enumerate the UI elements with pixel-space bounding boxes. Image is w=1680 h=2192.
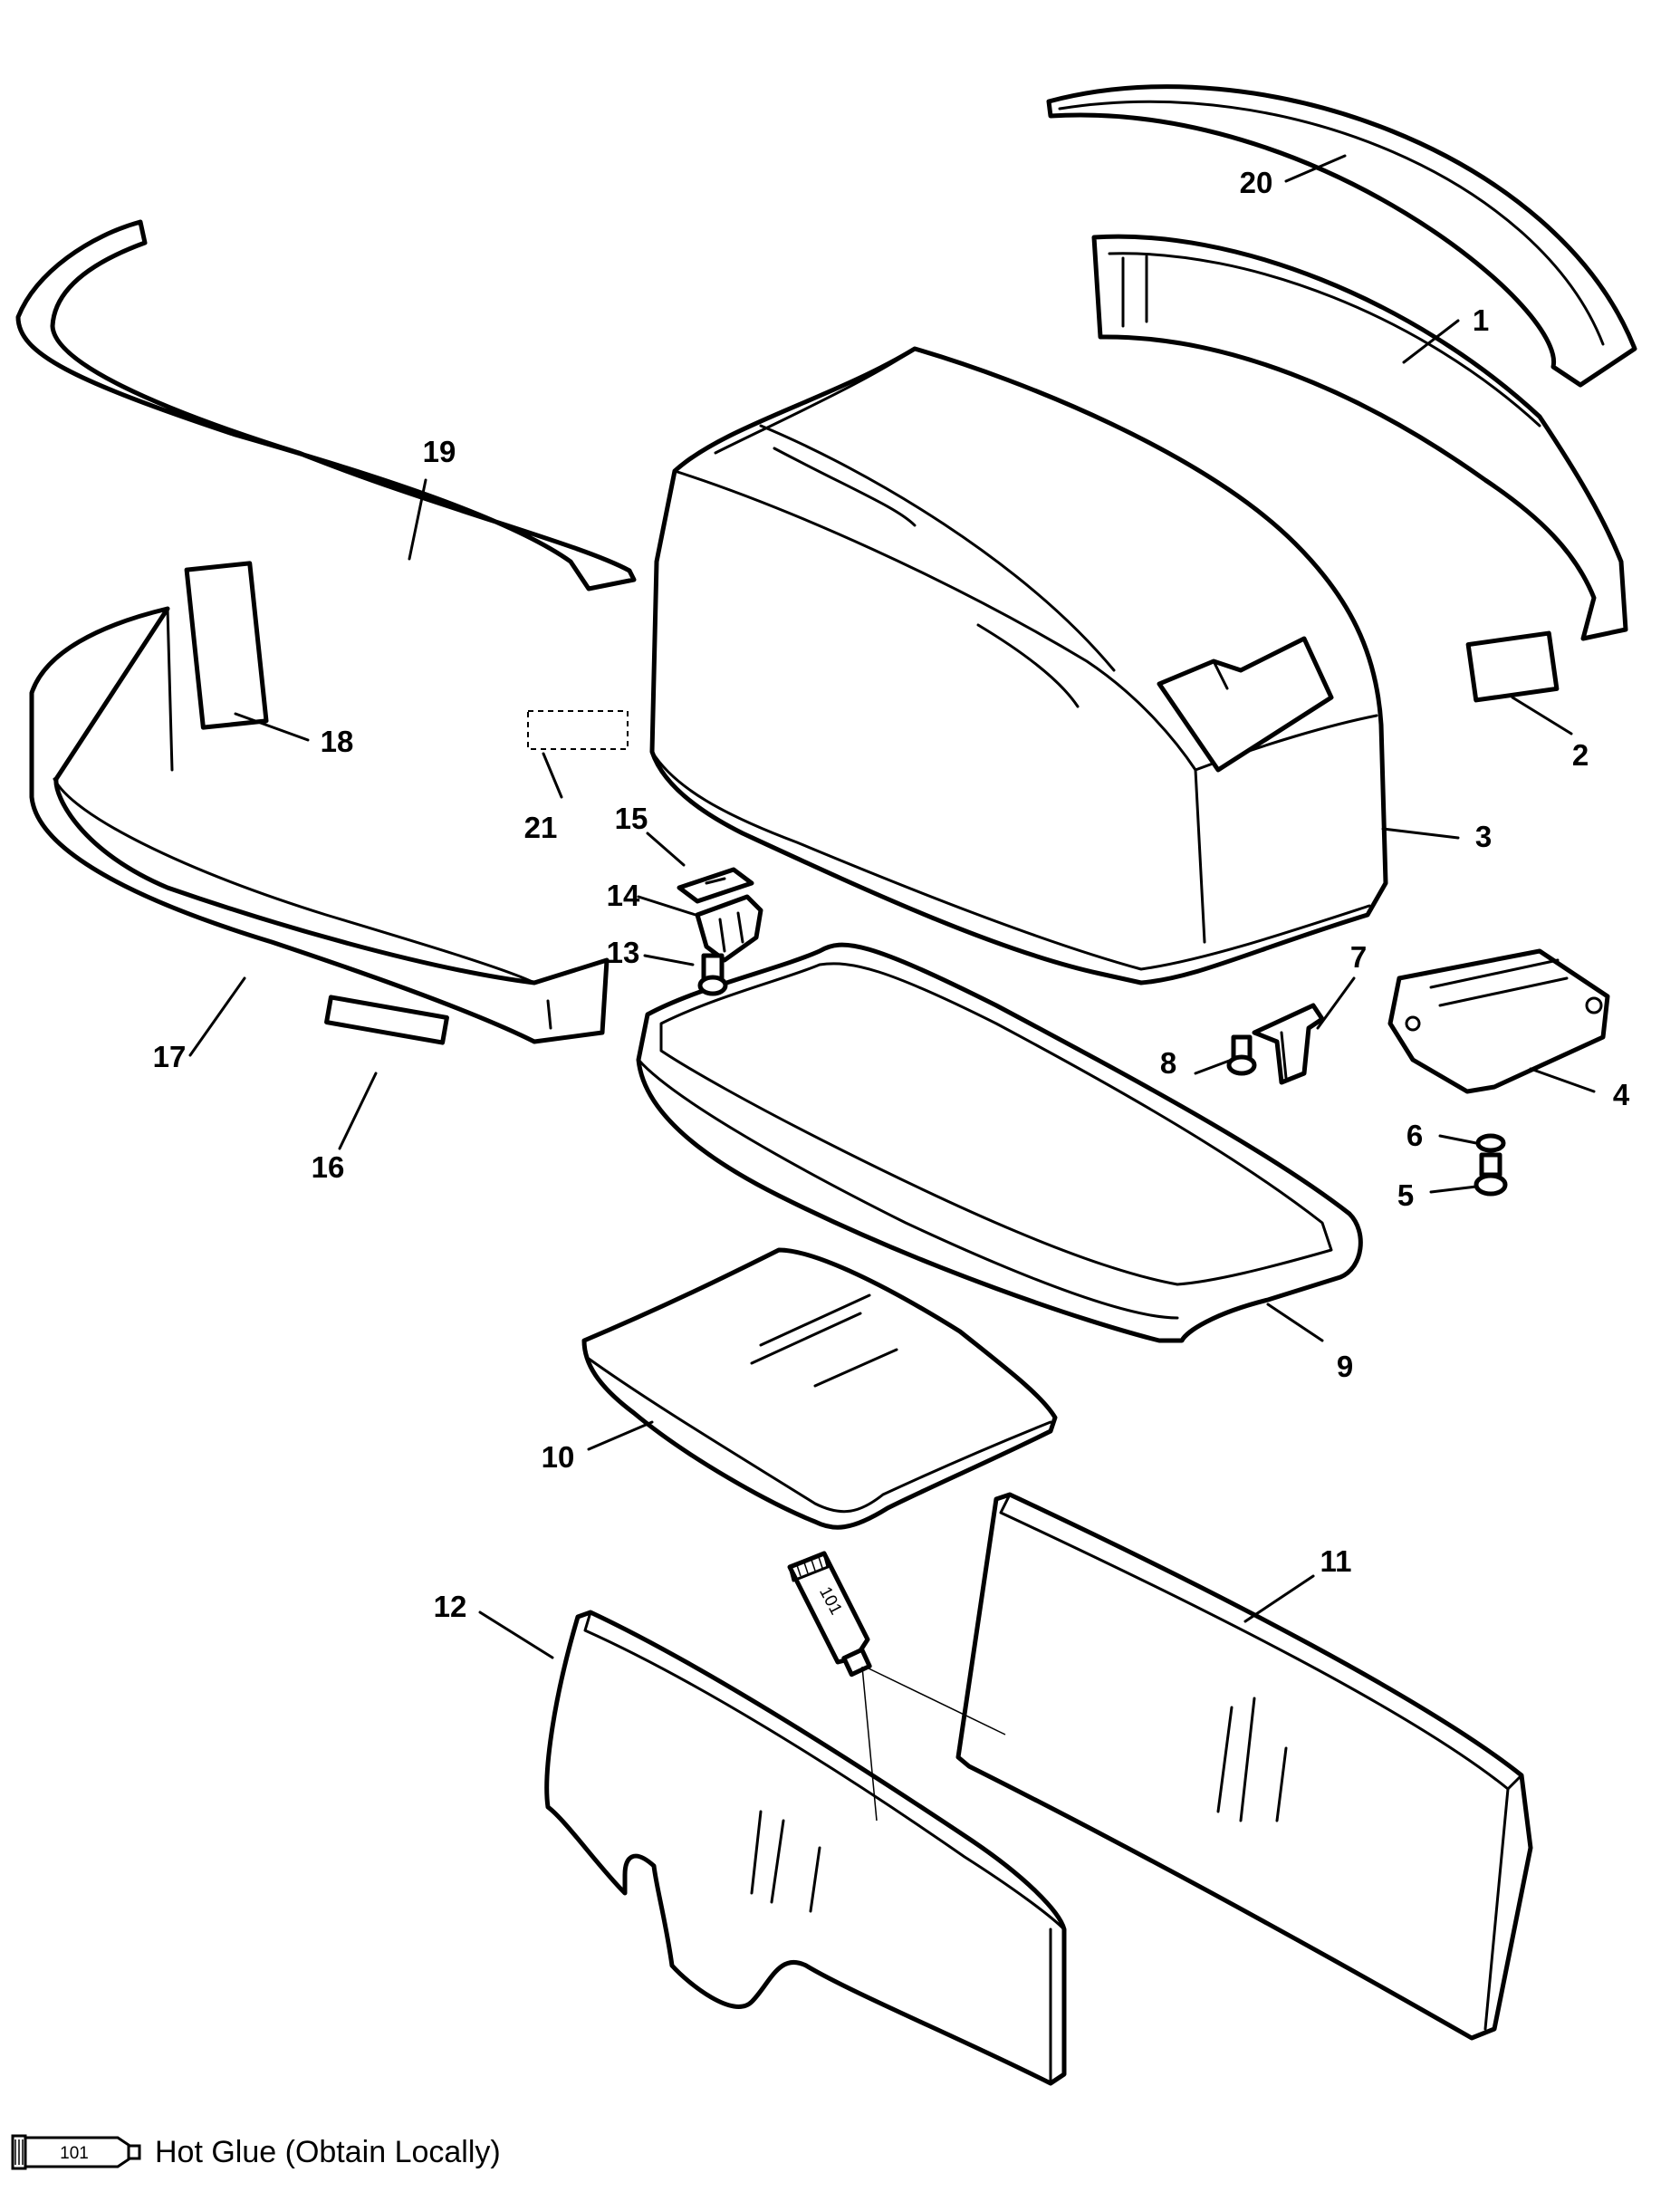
callout-15: 15 — [615, 802, 648, 835]
part-9-seal-frame — [636, 942, 1363, 1343]
part-13-screw — [697, 953, 728, 996]
part-4-bracket-plate — [1387, 948, 1610, 1094]
callout-14: 14 — [607, 879, 640, 912]
callout-16: 16 — [312, 1150, 345, 1184]
part-6-washer — [1475, 1133, 1506, 1153]
legend-text: Hot Glue (Obtain Locally) — [155, 2134, 501, 2169]
callout-2: 2 — [1572, 738, 1589, 772]
part-18-decal — [184, 561, 269, 730]
part-3-engine-cowl — [649, 346, 1388, 985]
callout-20: 20 — [1240, 166, 1273, 199]
part-8-screw — [1226, 1034, 1257, 1076]
part-7-latch — [1252, 1003, 1325, 1085]
part-20-trim-strip — [1046, 84, 1637, 388]
callout-5: 5 — [1397, 1178, 1414, 1212]
part-17-front-panel — [29, 606, 610, 1044]
callout-17: 17 — [153, 1040, 187, 1073]
legend-tube-label: 101 — [60, 2144, 89, 2163]
leader-lines — [188, 154, 1596, 1659]
part-19-trim-strip — [15, 219, 637, 591]
part-15-clip-plate — [677, 867, 754, 904]
part-2-decal — [1465, 630, 1560, 703]
callout-3: 3 — [1475, 820, 1492, 853]
callout-11: 11 — [1320, 1544, 1352, 1578]
glue-tube-legend-icon: 101 — [11, 2134, 141, 2170]
callout-12: 12 — [434, 1590, 467, 1623]
legend: 101 Hot Glue (Obtain Locally) — [11, 2132, 501, 2172]
part-10-foam-pad — [581, 1247, 1058, 1530]
callout-21: 21 — [524, 811, 558, 844]
callout-8: 8 — [1160, 1046, 1176, 1080]
part-16-decal — [324, 995, 449, 1045]
callout-7: 7 — [1350, 940, 1367, 974]
callout-13: 13 — [607, 936, 640, 969]
callout-19: 19 — [423, 435, 456, 468]
callout-10: 10 — [542, 1440, 575, 1474]
glue-line-to-part-12 — [861, 1666, 878, 1822]
part-12-foam-panel — [544, 1610, 1067, 2086]
glue-line-to-part-11 — [864, 1666, 1006, 1735]
part-5-bolt — [1474, 1152, 1508, 1197]
part-1-rear-panel — [1091, 234, 1628, 641]
part-14-latch-bracket — [695, 894, 763, 963]
callout-4: 4 — [1613, 1078, 1630, 1111]
glue-tube-icon: 101 — [787, 1551, 872, 1678]
callout-1: 1 — [1473, 303, 1489, 337]
part-11-foam-panel — [955, 1492, 1533, 2041]
callout-labels: 1 2 3 4 5 6 7 8 9 10 11 12 13 14 15 16 1… — [153, 166, 1630, 1623]
callout-18: 18 — [321, 725, 354, 758]
part-21-decal — [527, 710, 629, 750]
callout-6: 6 — [1406, 1119, 1423, 1152]
callout-9: 9 — [1337, 1350, 1353, 1383]
